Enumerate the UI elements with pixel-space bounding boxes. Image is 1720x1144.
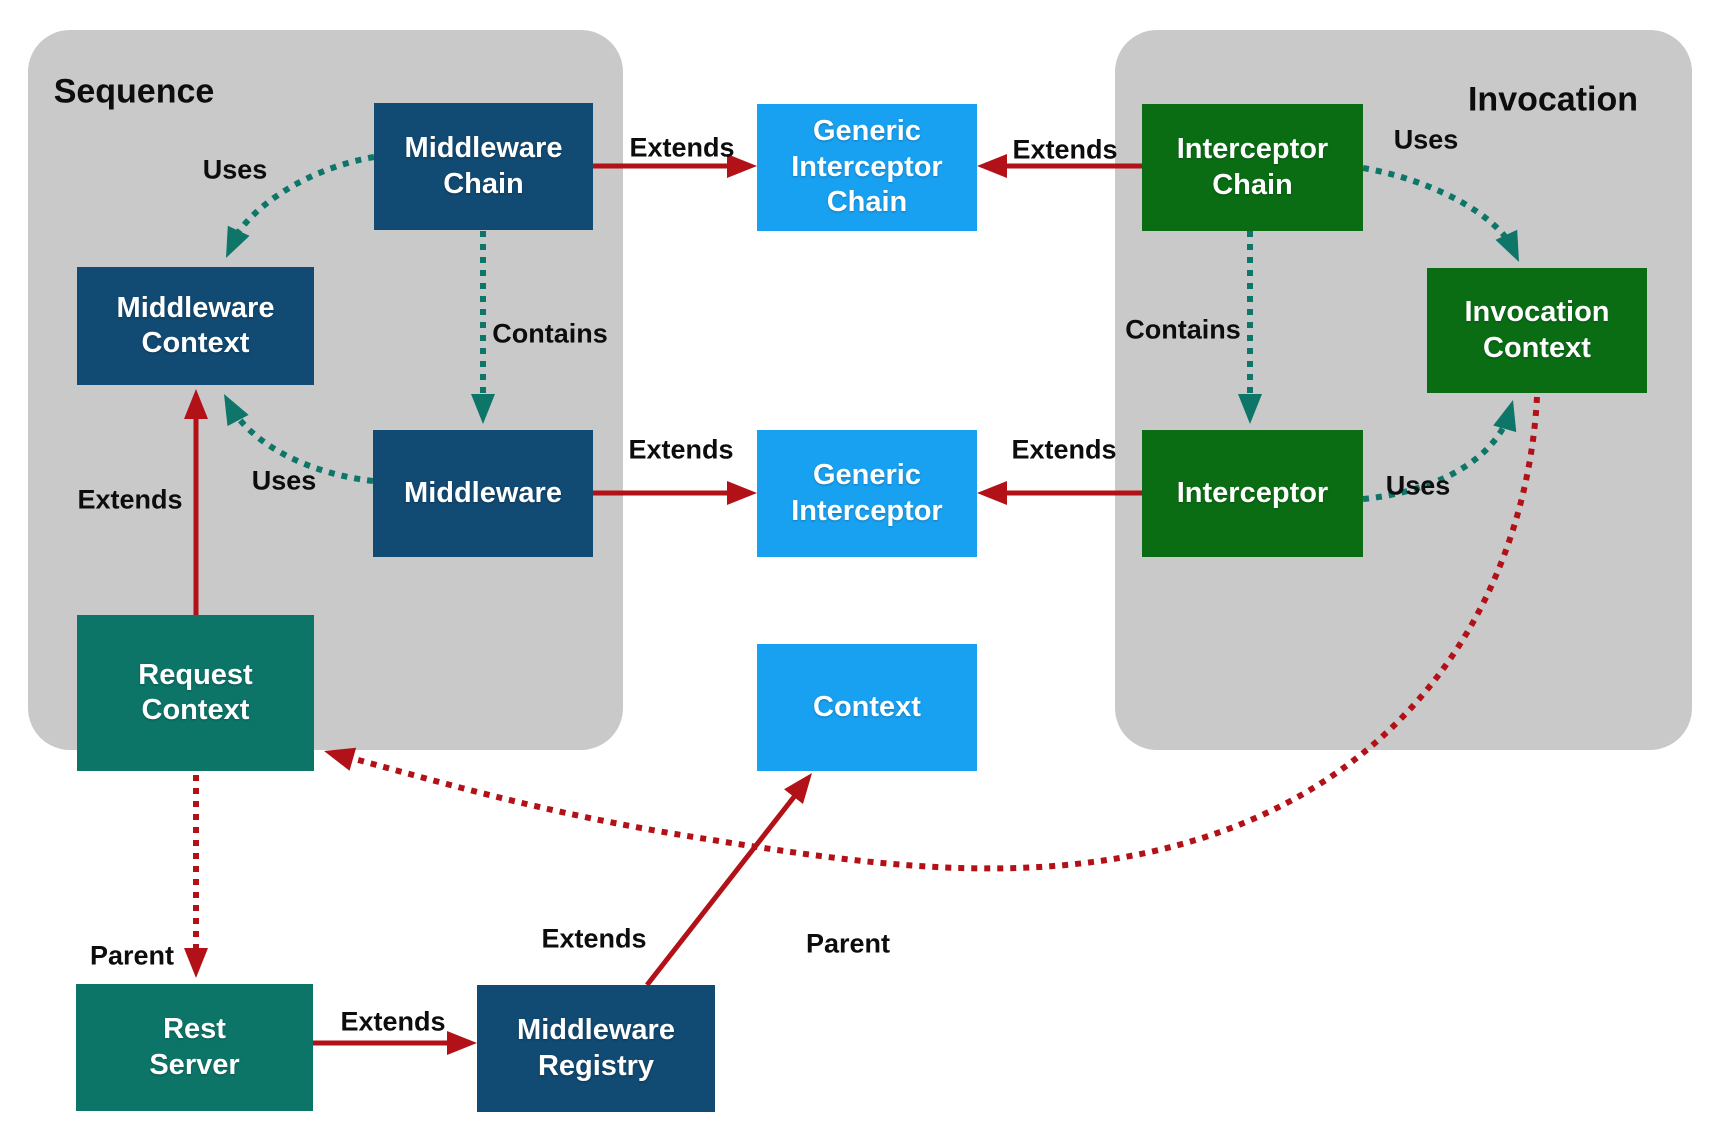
arrowhead-middleware-middleware-context (224, 394, 249, 427)
edge-label-extends-middleware-gi: Extends (628, 434, 734, 465)
node-middleware-registry: Middleware Registry (477, 985, 715, 1112)
edge-label-parent-invcontext-reqcontext: Parent (805, 928, 891, 959)
node-middleware: Middleware (373, 430, 593, 557)
edge-label-uses-middleware-mwcontext: Uses (251, 465, 317, 496)
node-rest-server: Rest Server (76, 984, 313, 1111)
arrowhead-interceptor-chain-invocation-context (1495, 229, 1519, 262)
arrowhead-request-context-middleware-context (184, 389, 208, 419)
edge-label-uses-mwchain-mwcontext: Uses (202, 154, 268, 185)
edge-label-parent-reqcontext-restserver: Parent (89, 940, 175, 971)
arrowhead-middleware-chain-middleware-context (226, 225, 250, 258)
edge-label-contains-icchain-interceptor: Contains (1125, 314, 1241, 345)
edge-label-uses-icchain-invcontext: Uses (1393, 124, 1459, 155)
edge-label-contains-mwchain-middleware: Contains (492, 318, 608, 349)
node-middleware-context: Middleware Context (77, 267, 314, 385)
arrowhead-middleware-generic-interceptor (727, 481, 757, 505)
edge-label-extends-mwchain-gichain: Extends (629, 132, 735, 163)
node-invocation-context: Invocation Context (1427, 268, 1647, 393)
node-generic-interceptor-chain: Generic Interceptor Chain (757, 104, 977, 231)
arrowhead-interceptor-chain-interceptor (1238, 394, 1262, 424)
arrowhead-interceptor-chain-generic-interceptor-chain (977, 154, 1007, 178)
panel-title-invocation: Invocation (1467, 80, 1639, 119)
edge-label-extends-reqcontext-mwcontext: Extends (77, 484, 183, 515)
edge-label-extends-restserver-mwregistry: Extends (340, 1006, 446, 1037)
node-interceptor-chain: Interceptor Chain (1142, 104, 1363, 231)
edge-interceptor-invocation-context (1362, 411, 1513, 502)
arrowhead-rest-server-middleware-registry (447, 1031, 477, 1055)
arrowhead-middleware-chain-middleware (471, 394, 495, 424)
arrowhead-interceptor-generic-interceptor (977, 481, 1007, 505)
arrowhead-interceptor-invocation-context (1493, 400, 1517, 433)
arrowhead-middleware-registry-context (784, 773, 812, 805)
edge-label-extends-interceptor-gi: Extends (1011, 434, 1117, 465)
node-request-context: Request Context (77, 615, 314, 771)
edge-label-extends-icchain-gichain: Extends (1012, 134, 1118, 165)
node-generic-interceptor: Generic Interceptor (757, 430, 977, 557)
node-context: Context (757, 644, 977, 771)
node-interceptor: Interceptor (1142, 430, 1363, 557)
edge-middleware-registry-context (645, 777, 810, 987)
arrowhead-middleware-chain-generic-interceptor-chain (727, 154, 757, 178)
edge-label-uses-interceptor-invcontext: Uses (1385, 470, 1451, 501)
node-middleware-chain: Middleware Chain (374, 103, 593, 230)
arrowhead-invocation-context-request-context (324, 747, 357, 771)
edge-label-extends-mwregistry-context: Extends (541, 923, 647, 954)
arrowhead-request-context-rest-server (184, 948, 208, 978)
edge-interceptor-chain-invocation-context (1362, 165, 1517, 252)
panel-title-sequence: Sequence (53, 72, 215, 111)
